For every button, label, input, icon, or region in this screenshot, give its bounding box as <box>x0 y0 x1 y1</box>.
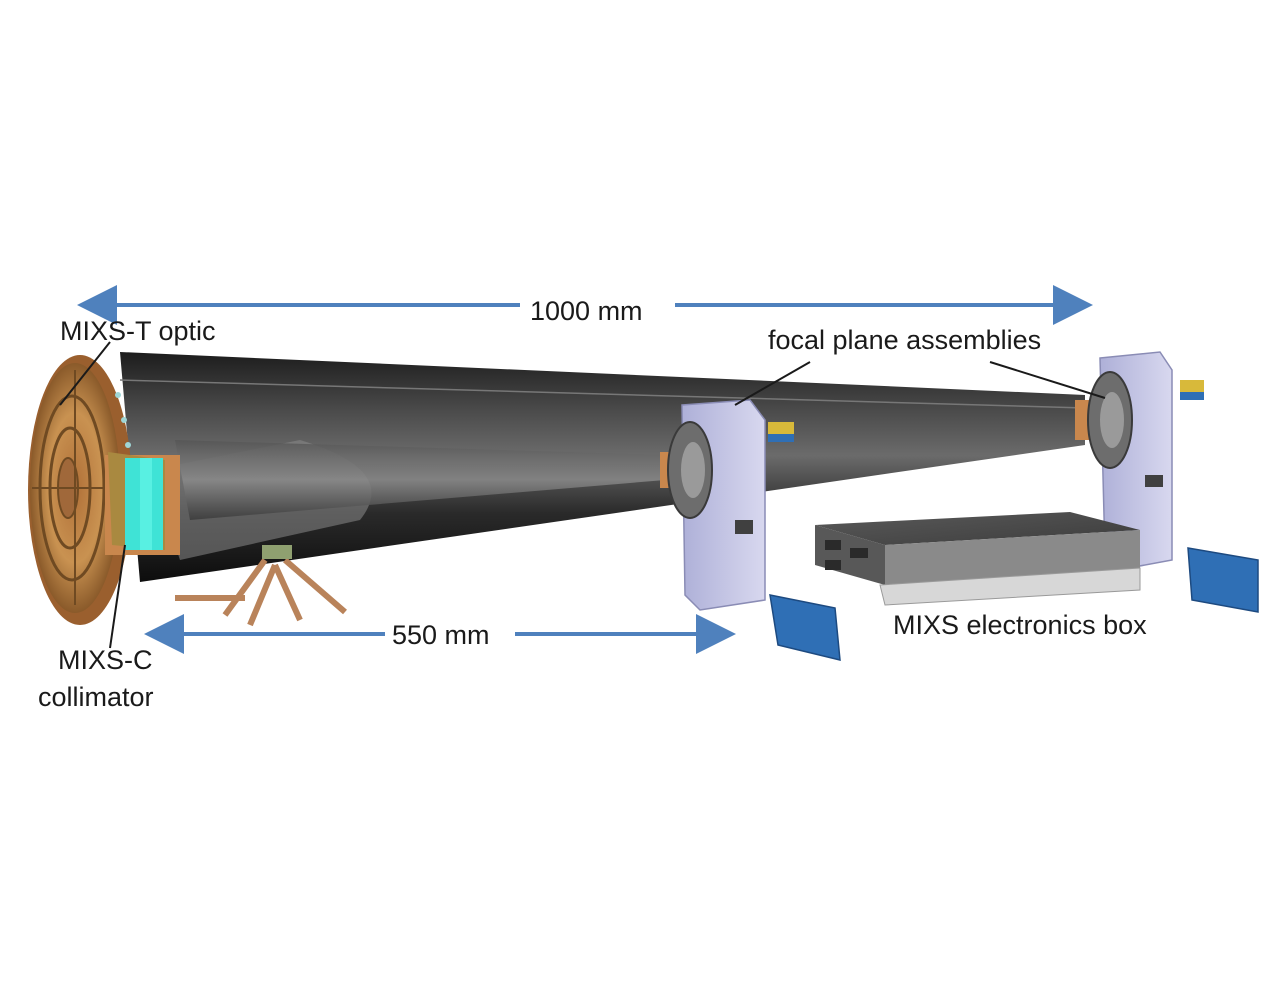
label-mixs-t-optic: MIXS-T optic <box>60 316 216 346</box>
support-mount <box>262 545 292 559</box>
focal-plane-bracket-1 <box>667 399 841 661</box>
connector-1 <box>769 594 841 661</box>
label-mixs-c: MIXS-C <box>58 645 153 675</box>
connector-2 <box>1187 547 1259 613</box>
label-electronics-box: MIXS electronics box <box>893 610 1147 640</box>
electronics-box <box>815 512 1141 606</box>
support-legs <box>175 557 347 627</box>
optic-disc <box>28 355 132 625</box>
leader-lines <box>59 341 1106 649</box>
dimension-label-550mm: 550 mm <box>392 620 490 650</box>
focal-plane-bracket-2 <box>1087 351 1259 613</box>
label-collimator: collimator <box>38 682 154 712</box>
telescope-tube <box>119 352 1086 582</box>
label-focal-plane-assemblies: focal plane assemblies <box>768 325 1042 355</box>
copper-ring-2 <box>1075 400 1091 440</box>
dimension-label-1000mm: 1000 mm <box>530 296 643 326</box>
collimator-block <box>105 452 180 555</box>
